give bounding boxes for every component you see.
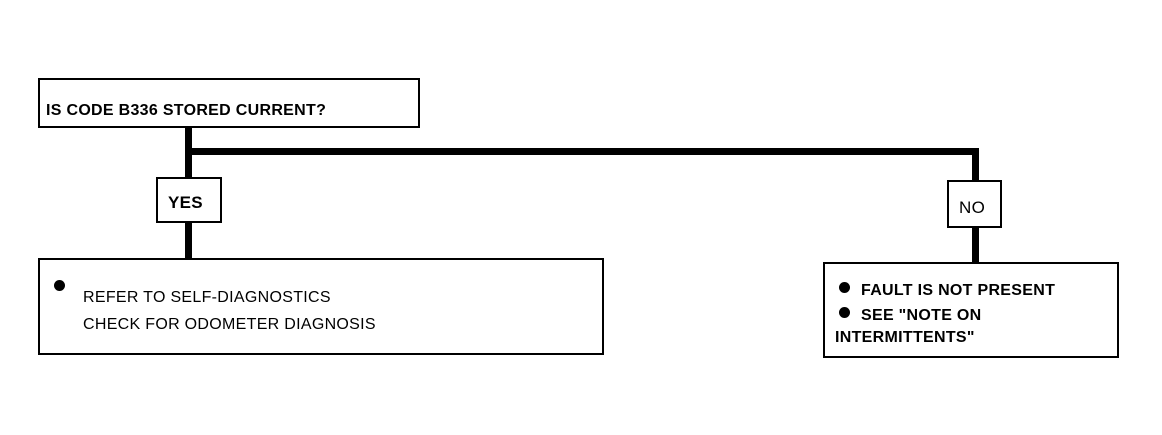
no-result-bullet-1-line-1: FAULT IS NOT PRESENT: [861, 282, 1056, 299]
question-box: IS CODE B336 STORED CURRENT?: [38, 78, 420, 128]
yes-result-line-1: REFER TO SELF-DIAGNOSTICS: [83, 289, 331, 306]
no-result-bullet-2-line-1: SEE "NOTE ON: [861, 307, 982, 324]
yes-label: YES: [168, 193, 203, 212]
no-label: NO: [959, 198, 986, 217]
bullet-icon: [839, 282, 850, 293]
connector-no-down: [972, 148, 979, 180]
no-label-box: NO: [947, 180, 1002, 228]
yes-label-box: YES: [156, 177, 222, 223]
no-result-bullet-2-line-2: INTERMITTENTS": [835, 329, 975, 346]
connector-yes-down: [185, 222, 192, 260]
yes-result-box: REFER TO SELF-DIAGNOSTICS CHECK FOR ODOM…: [38, 258, 604, 355]
bullet-icon: [839, 307, 850, 318]
bullet-icon: [54, 280, 65, 291]
yes-result-line-2: CHECK FOR ODOMETER DIAGNOSIS: [83, 316, 376, 333]
question-text: IS CODE B336 STORED CURRENT?: [46, 102, 327, 119]
connector-horizontal: [185, 148, 979, 155]
no-result-box: FAULT IS NOT PRESENT SEE "NOTE ON INTERM…: [823, 262, 1119, 358]
connector-no-result-down: [972, 227, 979, 263]
